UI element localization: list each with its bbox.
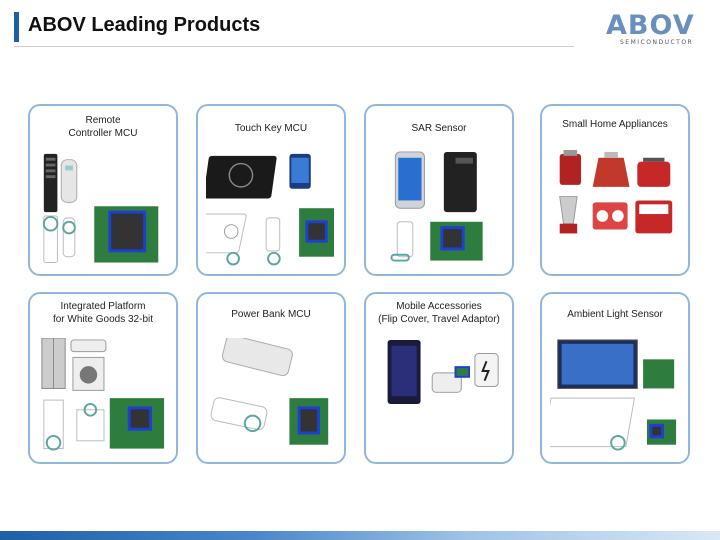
product-label: Remote Controller MCU — [34, 114, 172, 140]
product-label: Power Bank MCU — [202, 308, 340, 321]
product-label-line: SAR Sensor — [411, 123, 467, 134]
footer-gradient-band — [0, 531, 720, 540]
product-label: Mobile Accessories (Flip Cover, Travel A… — [370, 300, 508, 326]
product-card-touch-key-mcu[interactable]: Touch Key MCU — [196, 104, 346, 276]
title-divider — [14, 46, 574, 47]
page-title: ABOV Leading Products — [28, 14, 261, 36]
product-label-line: Touch Key MCU — [234, 123, 308, 134]
product-label-line: (Flip Cover, Travel Adaptor) — [378, 314, 500, 325]
product-card-power-bank-mcu[interactable]: Power Bank MCU — [196, 292, 346, 464]
product-label: Touch Key MCU — [202, 122, 340, 135]
product-label-line: Remote — [85, 115, 121, 126]
product-label-line: Power Bank MCU — [231, 309, 311, 320]
touch-key-illustration — [206, 153, 335, 266]
product-card-sar-sensor[interactable]: SAR Sensor — [364, 104, 514, 276]
product-label: Small Home Appliances — [546, 118, 684, 131]
ambient-light-illustration — [550, 339, 677, 451]
product-label-line: Mobile Accessories — [396, 301, 482, 312]
product-card-mobile-accessories[interactable]: Mobile Accessories (Flip Cover, Travel A… — [364, 292, 514, 464]
logo-subtitle: SEMICONDUCTOR — [620, 39, 694, 46]
title-accent-bar — [14, 12, 19, 42]
product-label-line: Integrated Platform — [60, 301, 146, 312]
mobile-accessories-illustration — [387, 339, 499, 404]
product-label-line: Small Home Appliances — [562, 119, 668, 130]
product-card-integrated-platform[interactable]: Integrated Platform for White Goods 32-b… — [28, 292, 178, 464]
product-card-ambient-light-sensor[interactable]: Ambient Light Sensor — [540, 292, 690, 464]
product-label-line: Controller MCU — [68, 128, 138, 139]
product-label: Integrated Platform for White Goods 32-b… — [34, 300, 172, 326]
abov-logo: ABOV SEMICONDUCTOR — [606, 10, 702, 46]
white-goods-illustration — [41, 338, 165, 451]
sar-sensor-illustration — [390, 151, 483, 262]
product-card-small-home-appliances[interactable]: Small Home Appliances — [540, 104, 690, 276]
product-label-line: Ambient Light Sensor — [567, 309, 663, 320]
remote-controller-illustration — [42, 153, 159, 264]
appliances-illustration — [559, 150, 673, 234]
logo-wordmark: ABOV — [606, 10, 695, 41]
product-label: Ambient Light Sensor — [546, 308, 684, 321]
power-bank-illustration — [210, 338, 329, 445]
product-label-line: for White Goods 32-bit — [52, 314, 154, 325]
product-card-remote-controller[interactable]: Remote Controller MCU — [28, 104, 178, 276]
product-label: SAR Sensor — [370, 122, 508, 135]
